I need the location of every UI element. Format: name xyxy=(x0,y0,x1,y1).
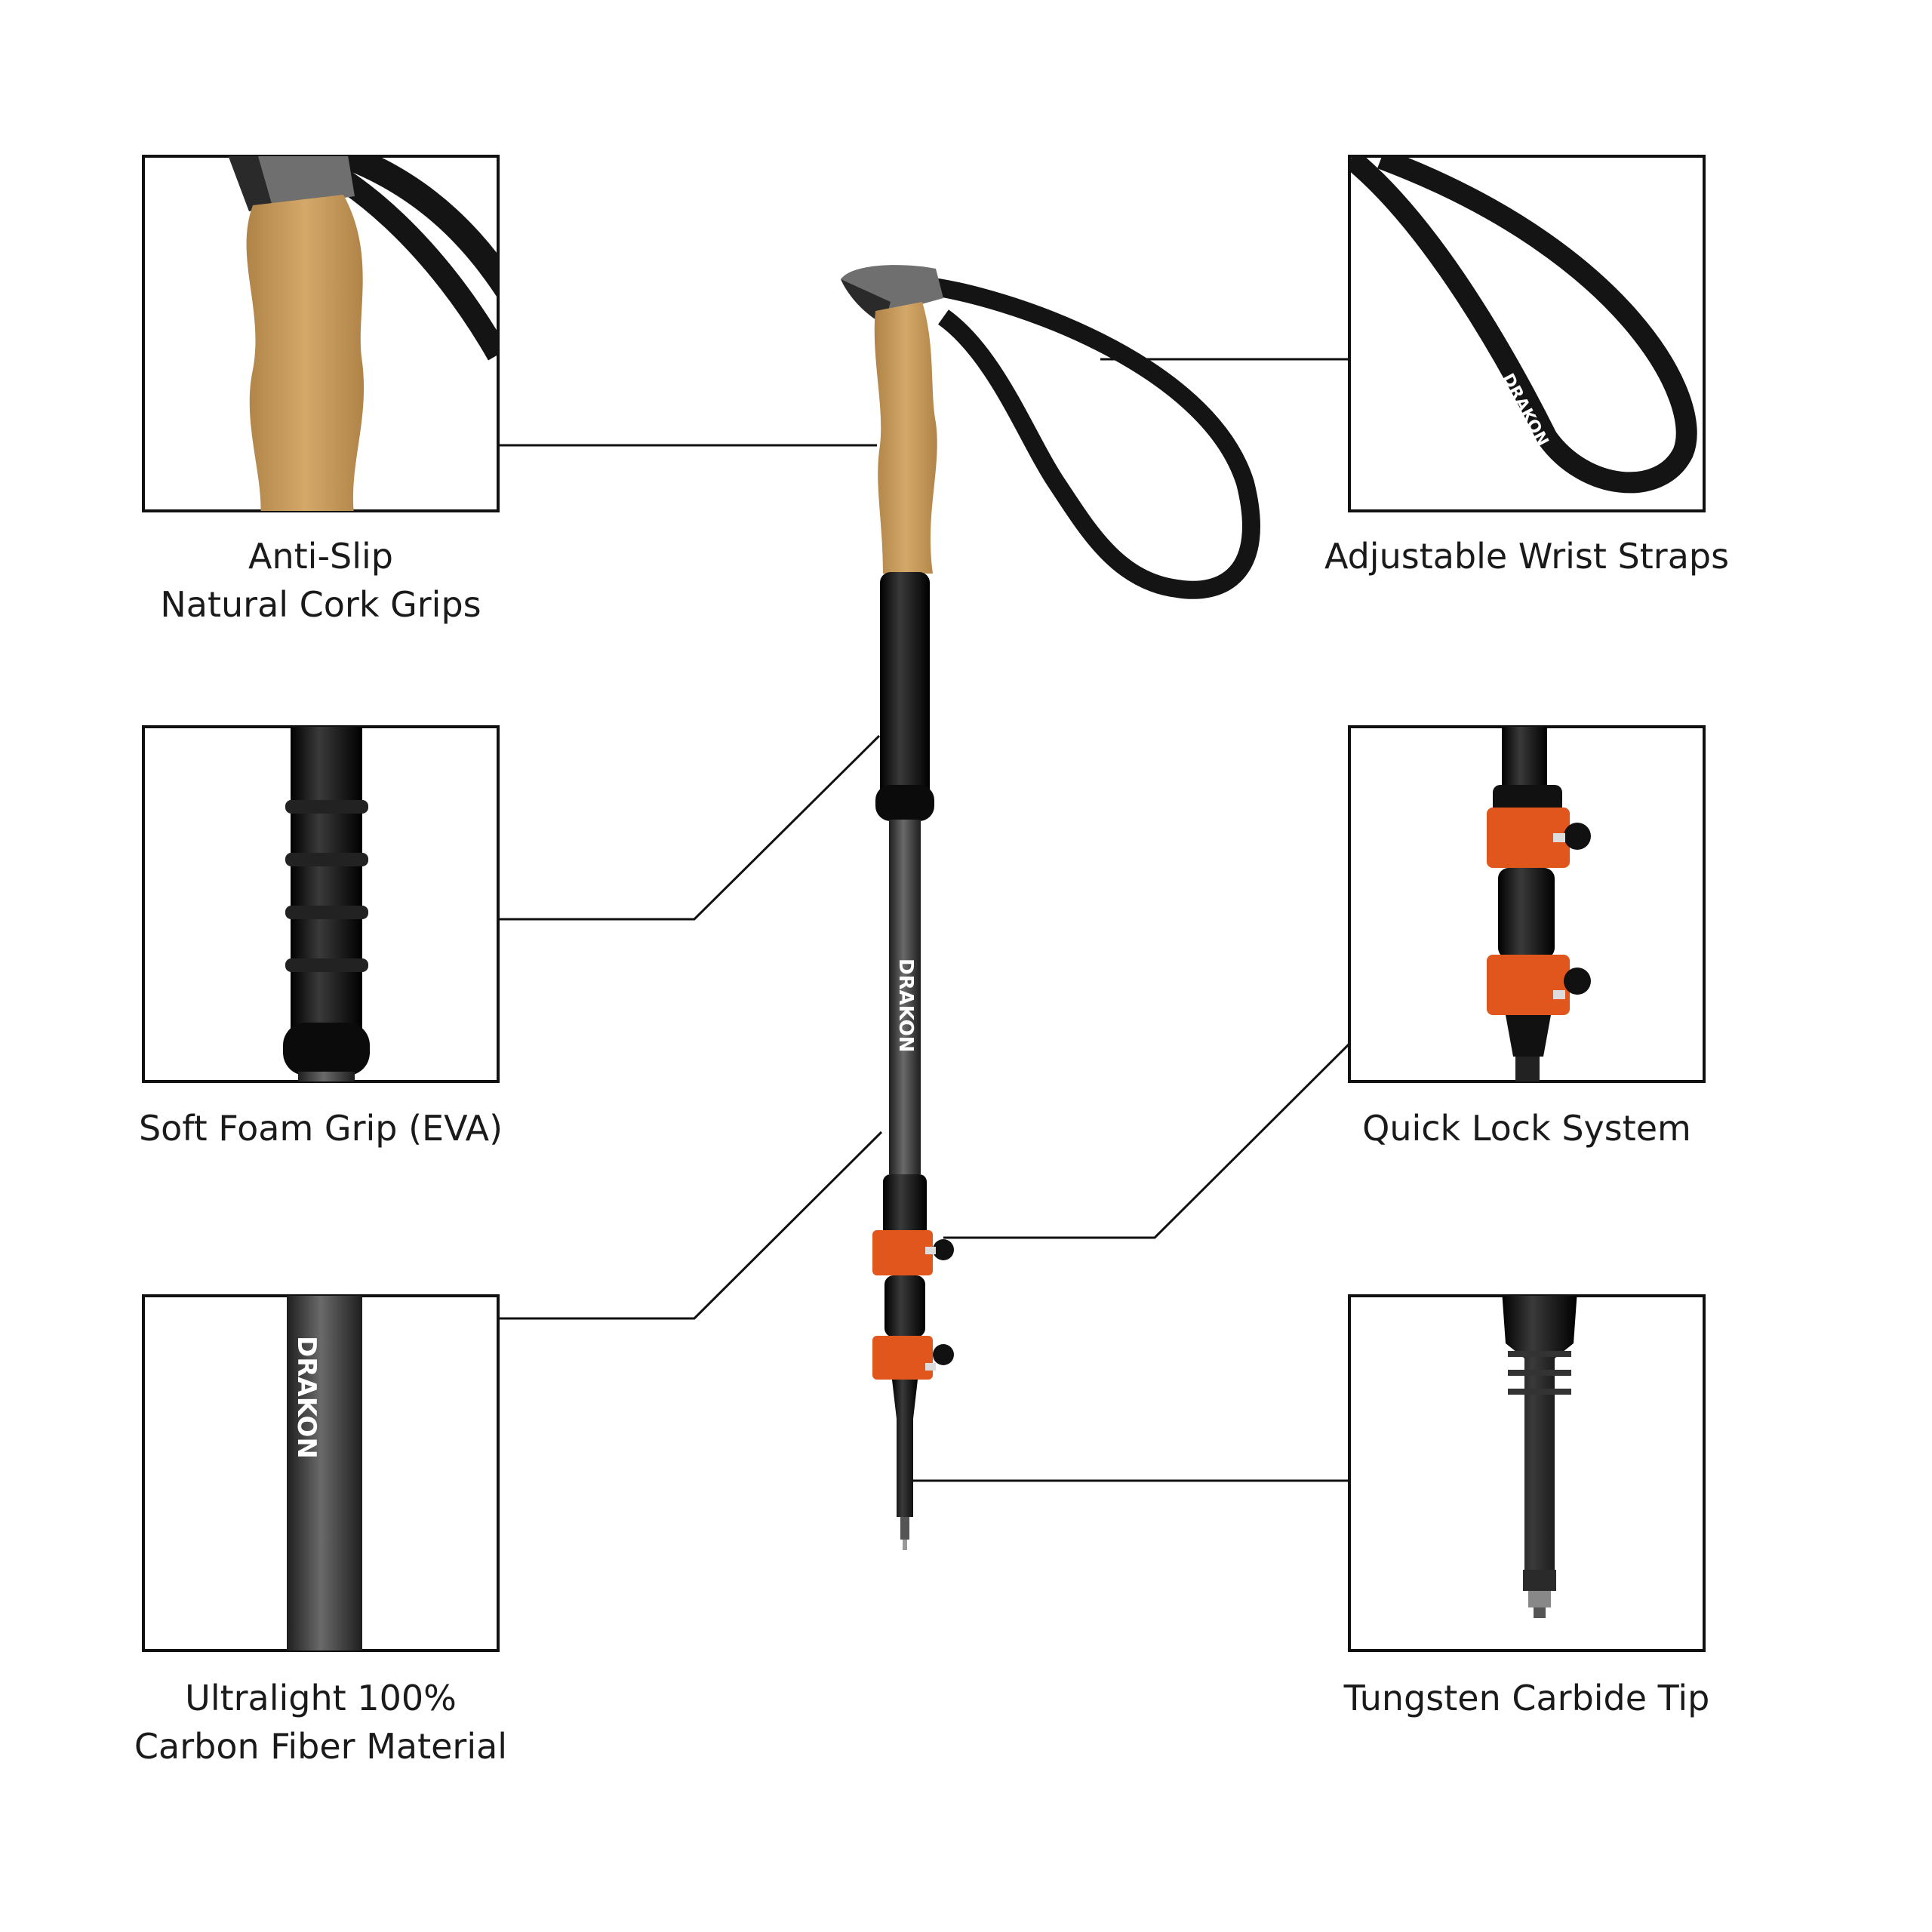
caption-wrist-straps: Adjustable Wrist Straps xyxy=(1263,532,1791,580)
caption-cork-grip-line1: Anti-Slip xyxy=(248,536,393,577)
quick-lock-lower xyxy=(872,1336,933,1380)
pole-tip xyxy=(892,1380,918,1517)
wrist-strap-closeup: DRAKON xyxy=(1348,155,1706,512)
caption-tip-line1: Tungsten Carbide Tip xyxy=(1343,1678,1710,1718)
leader-foam xyxy=(498,734,881,921)
caption-wrist-straps-line1: Adjustable Wrist Straps xyxy=(1324,536,1730,577)
foam-grip-closeup xyxy=(142,725,500,1083)
lock-lever-upper xyxy=(1487,808,1570,868)
caption-quick-lock-line1: Quick Lock System xyxy=(1362,1108,1691,1149)
caption-carbon-line2: Carbon Fiber Material xyxy=(134,1726,508,1767)
cork-grip xyxy=(874,302,937,574)
lock-lever-lower xyxy=(1487,955,1570,1015)
caption-quick-lock: Quick Lock System xyxy=(1263,1104,1791,1152)
quick-lock-upper xyxy=(872,1230,933,1275)
caption-cork-grip-line2: Natural Cork Grips xyxy=(160,584,481,625)
trekking-pole: DRAKON xyxy=(841,265,1260,1550)
cork-grip-closeup xyxy=(142,155,500,512)
carbide-tip-closeup xyxy=(1348,1294,1706,1652)
shaft-brand-text: DRAKON xyxy=(291,1336,321,1459)
carbon-shaft xyxy=(889,820,921,1174)
pole-brand-text: DRAKON xyxy=(894,958,917,1053)
wrist-strap xyxy=(921,276,1260,599)
caption-tip: Tungsten Carbide Tip xyxy=(1263,1674,1791,1722)
carbon-shaft-closeup: DRAKON xyxy=(142,1294,500,1652)
foam-grip xyxy=(880,572,930,817)
caption-foam-grip-line1: Soft Foam Grip (EVA) xyxy=(138,1108,503,1149)
caption-carbon-line1: Ultralight 100% xyxy=(185,1678,457,1718)
caption-cork-grip: Anti-Slip Natural Cork Grips xyxy=(57,532,585,629)
leader-lock xyxy=(943,1042,1351,1239)
caption-foam-grip: Soft Foam Grip (EVA) xyxy=(57,1104,585,1152)
leader-carbon xyxy=(498,1131,883,1320)
caption-carbon: Ultralight 100% Carbon Fiber Material xyxy=(57,1674,585,1770)
quick-lock-closeup xyxy=(1348,725,1706,1083)
